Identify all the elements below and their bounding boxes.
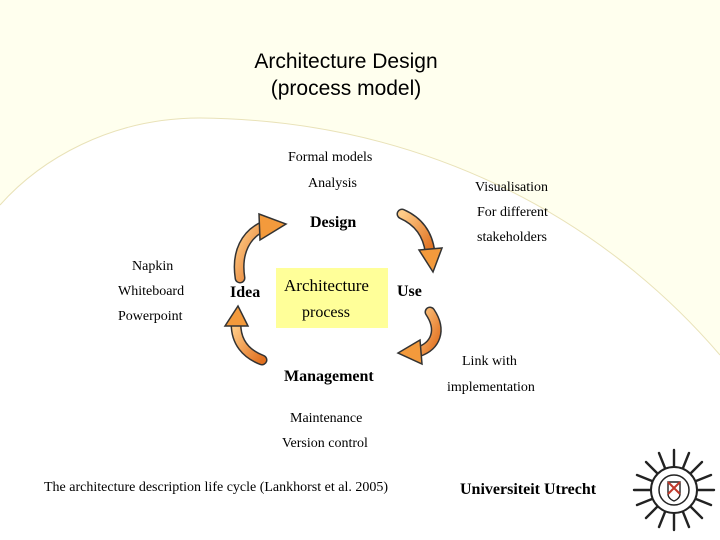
node-use: Use [397,283,422,300]
slide-title: Architecture Design (process model) [196,48,496,102]
note-visualisation: Visualisation [475,180,549,195]
note-implementation: implementation [447,380,535,395]
note-for-different: For different [477,205,548,220]
node-design: Design [310,214,357,231]
title-line-2: (process model) [270,77,422,100]
node-management: Management [284,368,374,385]
note-maintenance: Maintenance [290,411,363,426]
note-link-with: Link with [462,354,517,369]
note-whiteboard: Whiteboard [118,284,185,299]
arrow-management-to-idea [223,304,268,366]
university-seal-logo [632,448,716,532]
note-version-control: Version control [282,436,368,451]
center-label-architecture: Architecture [284,276,369,295]
node-idea: Idea [230,284,261,301]
note-napkin: Napkin [132,259,174,274]
arrow-idea-to-design [233,212,288,284]
note-stakeholders: stakeholders [477,230,547,245]
note-powerpoint: Powerpoint [118,309,183,324]
center-label-process: process [302,304,350,321]
figure-caption: The architecture description life cycle … [44,480,389,495]
note-analysis: Analysis [308,176,357,191]
arrow-design-to-use [396,208,444,274]
university-wordmark: Universiteit Utrecht [460,481,597,498]
note-formal-models: Formal models [288,150,373,165]
title-line-1: Architecture Design [254,50,438,73]
center-box [276,268,388,328]
arrow-use-to-management [396,306,442,366]
